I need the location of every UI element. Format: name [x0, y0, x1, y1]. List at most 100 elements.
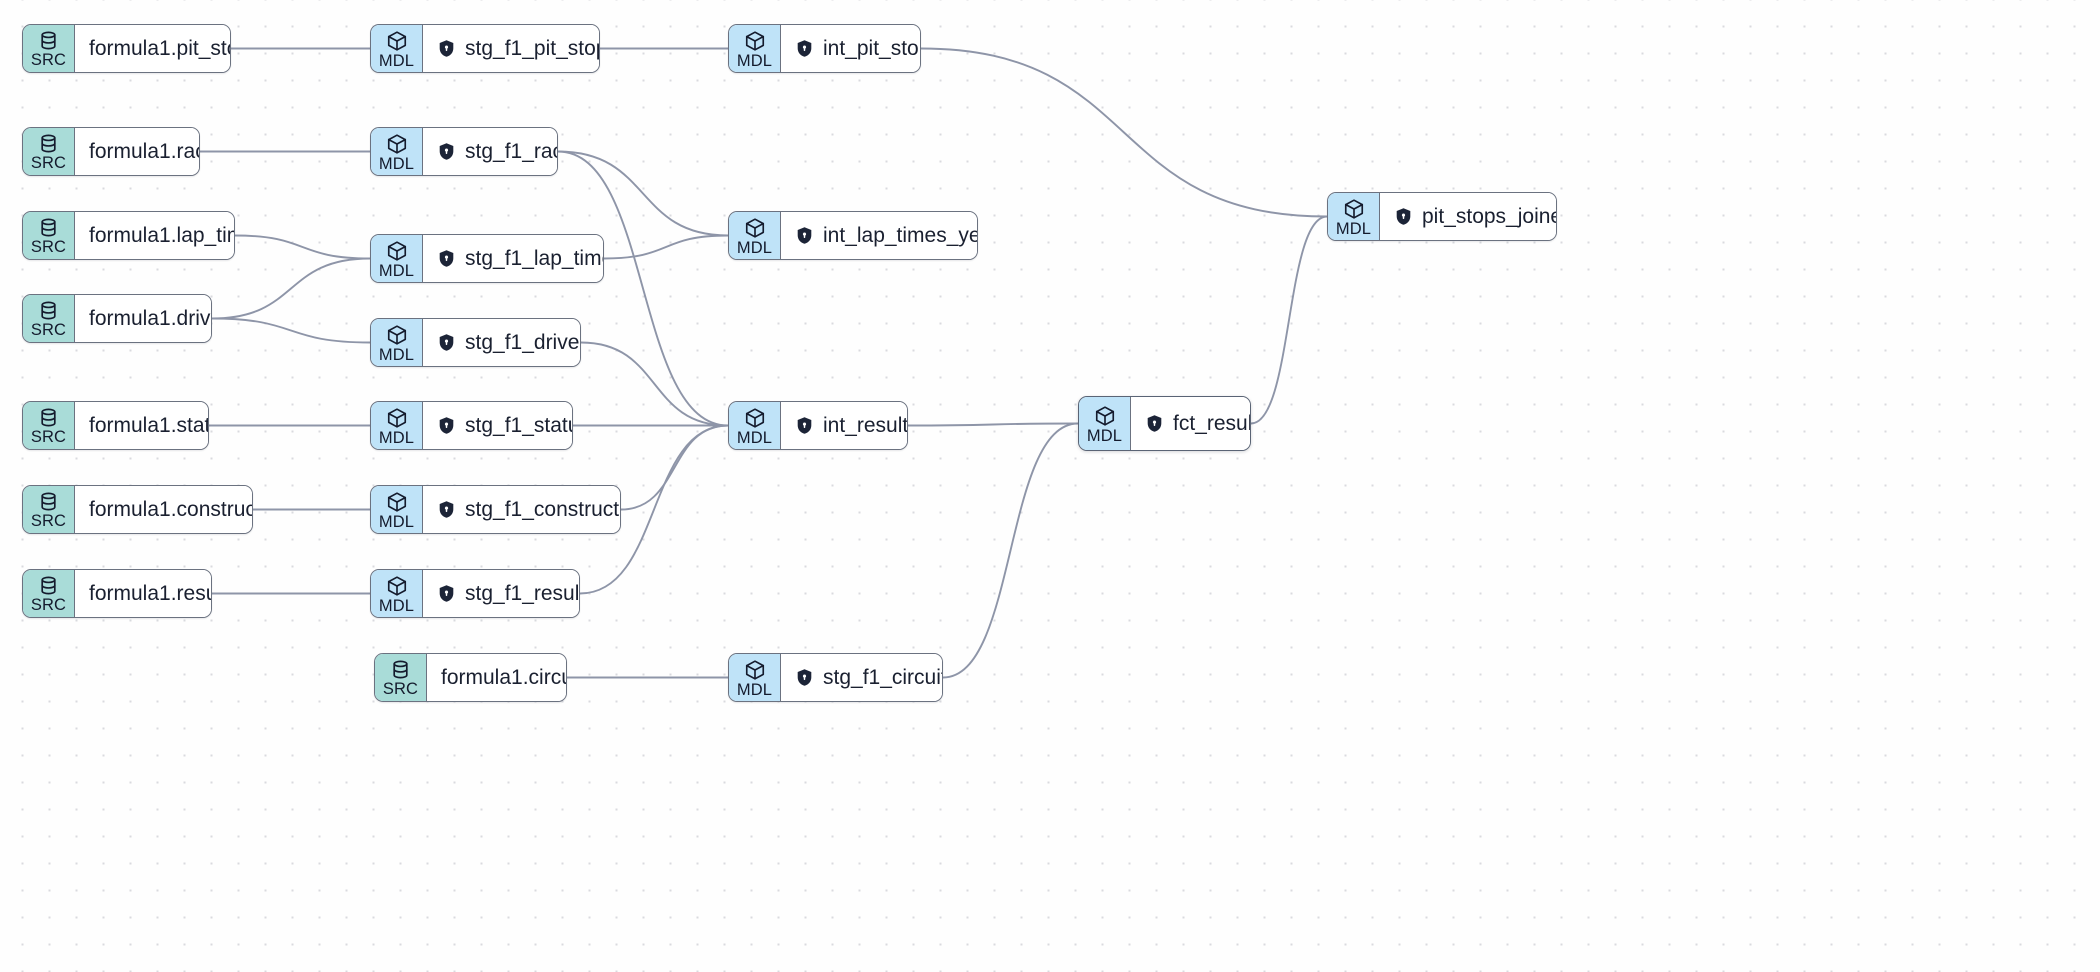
- type-badge-label: SRC: [30, 428, 67, 447]
- type-badge-label: MDL: [736, 428, 773, 447]
- shield-lock-icon: [437, 416, 456, 435]
- node-body: fct_results: [1131, 397, 1250, 450]
- node-label: formula1.constructors: [89, 497, 252, 521]
- node-label: stg_f1_results: [465, 581, 580, 605]
- node-label: stg_f1_pit_stops: [465, 36, 599, 60]
- cube-icon: [386, 30, 408, 52]
- lineage-node-src_status[interactable]: SRC formula1.status: [22, 401, 209, 450]
- node-body: formula1.pit_stops: [75, 25, 230, 72]
- lineage-node-stg_races[interactable]: MDL stg_f1_races: [370, 127, 558, 176]
- database-icon: [38, 407, 59, 428]
- type-badge-label: MDL: [736, 680, 773, 699]
- cube-icon: [386, 407, 408, 429]
- lineage-edge-fct_results-to-pit_stops_joined: [1250, 215, 1328, 425]
- type-badge-label: SRC: [30, 238, 67, 257]
- lineage-node-src_races[interactable]: SRC formula1.races: [22, 127, 200, 176]
- node-body: stg_f1_constructors: [423, 486, 620, 533]
- lineage-edge-stg_races-to-int_lap_times_yrs: [557, 150, 729, 237]
- src-type-badge: SRC: [23, 570, 75, 617]
- lineage-edge-stg_constructors-to-int_results: [620, 424, 729, 511]
- cube-icon: [744, 407, 766, 429]
- node-label: formula1.pit_stops: [89, 36, 230, 60]
- lineage-edge-stg_circuits-to-fct_results: [942, 422, 1079, 679]
- lineage-node-src_lap_times[interactable]: SRC formula1.lap_times: [22, 211, 235, 260]
- lineage-node-stg_circuits[interactable]: MDL stg_f1_circuits: [728, 653, 943, 702]
- node-body: stg_f1_lap_times: [423, 235, 603, 282]
- shield-lock-icon: [437, 39, 456, 58]
- shield-lock-icon: [437, 500, 456, 519]
- mdl-type-badge: MDL: [729, 654, 781, 701]
- type-badge-label: MDL: [378, 51, 415, 70]
- lineage-node-src_pit_stops[interactable]: SRC formula1.pit_stops: [22, 24, 231, 73]
- lineage-edge-int_results-to-fct_results: [907, 422, 1079, 427]
- src-type-badge: SRC: [23, 486, 75, 533]
- lineage-node-stg_pit_stops[interactable]: MDL stg_f1_pit_stops: [370, 24, 600, 73]
- type-badge-label: SRC: [30, 51, 67, 70]
- lineage-node-src_drivers[interactable]: SRC formula1.drivers: [22, 294, 212, 343]
- database-icon: [38, 217, 59, 238]
- type-badge-label: SRC: [382, 680, 419, 699]
- node-label: fct_results: [1173, 411, 1250, 435]
- lineage-edge-stg_lap_times-to-int_lap_times_yrs: [603, 234, 729, 260]
- mdl-type-badge: MDL: [729, 25, 781, 72]
- node-body: stg_f1_drivers: [423, 319, 580, 366]
- shield-lock-icon: [437, 333, 456, 352]
- node-body: stg_f1_races: [423, 128, 557, 175]
- lineage-node-stg_lap_times[interactable]: MDL stg_f1_lap_times: [370, 234, 604, 283]
- node-body: formula1.drivers: [75, 295, 211, 342]
- type-badge-label: MDL: [378, 154, 415, 173]
- lineage-node-src_results[interactable]: SRC formula1.results: [22, 569, 212, 618]
- database-icon: [38, 575, 59, 596]
- mdl-type-badge: MDL: [1079, 397, 1131, 450]
- node-label: formula1.status: [89, 413, 209, 437]
- node-label: stg_f1_lap_times: [465, 246, 603, 270]
- shield-lock-icon: [437, 142, 456, 161]
- node-body: formula1.status: [75, 402, 209, 449]
- shield-lock-icon: [437, 249, 456, 268]
- node-body: int_pit_stops: [781, 25, 920, 72]
- mdl-type-badge: MDL: [371, 235, 423, 282]
- shield-lock-icon: [1145, 414, 1164, 433]
- lineage-node-stg_drivers[interactable]: MDL stg_f1_drivers: [370, 318, 581, 367]
- node-label: int_lap_times_years: [823, 223, 977, 247]
- cube-icon: [386, 240, 408, 262]
- src-type-badge: SRC: [23, 402, 75, 449]
- cube-icon: [1343, 198, 1365, 220]
- lineage-edge-stg_races-to-int_results: [557, 150, 729, 427]
- type-badge-label: SRC: [30, 596, 67, 615]
- node-body: int_lap_times_years: [781, 212, 977, 259]
- type-badge-label: SRC: [30, 321, 67, 340]
- node-label: formula1.lap_times: [89, 223, 234, 247]
- node-label: formula1.results: [89, 581, 211, 605]
- cube-icon: [386, 324, 408, 346]
- node-label: stg_f1_constructors: [465, 497, 620, 521]
- lineage-node-fct_results[interactable]: MDL fct_results: [1078, 396, 1251, 451]
- mdl-type-badge: MDL: [371, 128, 423, 175]
- src-type-badge: SRC: [23, 128, 75, 175]
- lineage-node-src_constructors[interactable]: SRC formula1.constructors: [22, 485, 253, 534]
- node-body: pit_stops_joined: [1380, 193, 1556, 240]
- node-body: stg_f1_results: [423, 570, 580, 617]
- type-badge-label: MDL: [378, 345, 415, 364]
- lineage-edge-src_lap_times-to-stg_lap_times: [234, 234, 371, 260]
- node-body: formula1.constructors: [75, 486, 252, 533]
- database-icon: [38, 133, 59, 154]
- mdl-type-badge: MDL: [371, 486, 423, 533]
- mdl-type-badge: MDL: [371, 402, 423, 449]
- shield-lock-icon: [437, 584, 456, 603]
- type-badge-label: MDL: [378, 261, 415, 280]
- lineage-node-stg_constructors[interactable]: MDL stg_f1_constructors: [370, 485, 621, 534]
- node-body: stg_f1_pit_stops: [423, 25, 599, 72]
- src-type-badge: SRC: [23, 295, 75, 342]
- node-body: stg_f1_circuits: [781, 654, 942, 701]
- node-label: formula1.races: [89, 139, 199, 163]
